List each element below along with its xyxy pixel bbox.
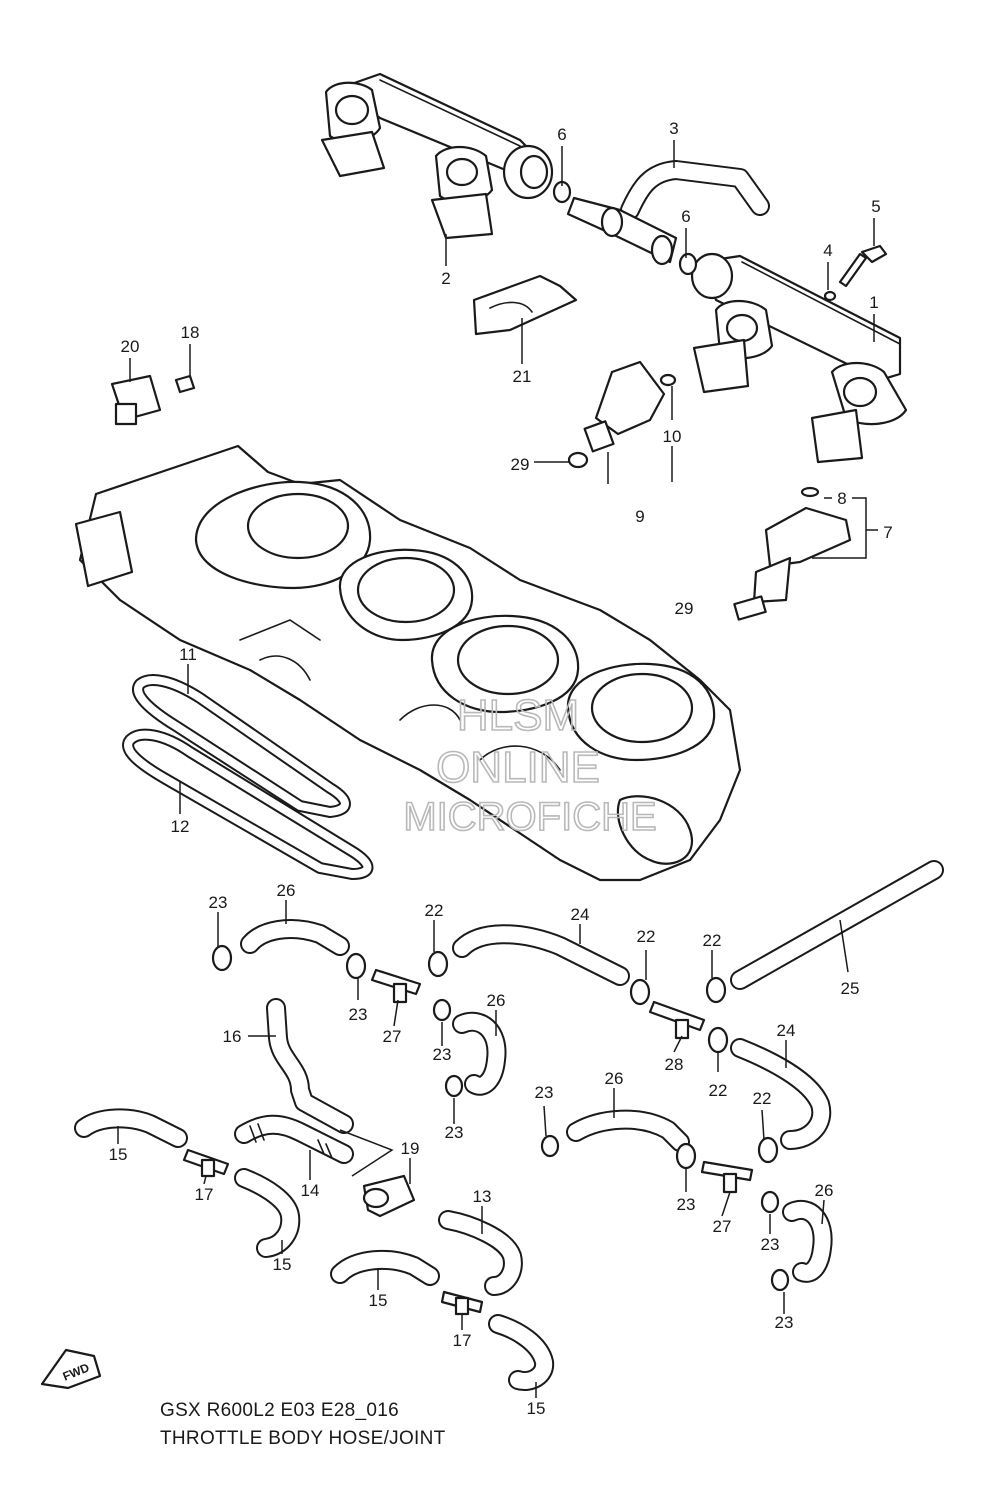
callout-10: 10 [663, 427, 682, 446]
model-code: GSX R600L2 E03 E28_016 [160, 1400, 399, 1421]
callout-21: 21 [513, 367, 532, 386]
hose-14[interactable] [234, 1114, 354, 1164]
valve-19-lines [339, 1129, 394, 1177]
callout-26: 26 [815, 1181, 834, 1200]
throttle-position-sensor[interactable] [110, 374, 196, 426]
callout-27: 27 [383, 1027, 402, 1046]
callout-12: 12 [171, 817, 190, 836]
callout-15: 15 [527, 1399, 546, 1418]
callout-25: 25 [841, 979, 860, 998]
callout-1: 1 [869, 293, 878, 312]
fwd-arrow-icon: FWD [40, 1348, 102, 1390]
callout-11: 11 [179, 645, 197, 664]
callout-20: 20 [121, 337, 140, 356]
leader-lines [117, 140, 878, 1398]
hose-16[interactable] [266, 998, 354, 1134]
callout-2: 2 [441, 269, 450, 288]
callout-8: 8 [837, 489, 846, 508]
callout-22: 22 [637, 927, 656, 946]
callout-23: 23 [433, 1045, 452, 1064]
hose-clamps[interactable] [211, 944, 790, 1292]
hose-15-bottom[interactable] [488, 1314, 555, 1391]
callout-29: 29 [511, 455, 530, 474]
watermark-line3: MICROFICHE [403, 795, 656, 839]
callout-15: 15 [369, 1291, 388, 1310]
callout-29: 29 [675, 599, 694, 618]
watermark-line1: HLSM [457, 691, 579, 740]
callout-23: 23 [535, 1083, 554, 1102]
callout-26: 26 [277, 881, 296, 900]
callout-24: 24 [777, 1021, 796, 1040]
hose-25[interactable] [730, 860, 944, 990]
hose-clip-21[interactable] [472, 274, 578, 336]
joint-28[interactable] [648, 1000, 706, 1040]
section-title: THROTTLE BODY HOSE/JOINT [160, 1428, 446, 1449]
callout-22: 22 [709, 1081, 728, 1100]
watermark-line2: ONLINE [436, 743, 600, 792]
rail-mount-bolt[interactable] [823, 244, 888, 302]
callout-23: 23 [677, 1195, 696, 1214]
callout-26: 26 [487, 991, 506, 1010]
callout-17: 17 [453, 1331, 472, 1350]
fuel-injector-primary[interactable] [733, 486, 852, 621]
fuel-feed-pipe[interactable] [620, 160, 770, 220]
joint-27-top[interactable] [370, 968, 422, 1004]
callout-15: 15 [109, 1145, 128, 1164]
callout-numbers: 3 6 2 6 5 4 1 21 18 20 10 9 29 8 7 29 11… [109, 119, 893, 1418]
callout-24: 24 [571, 905, 590, 924]
callout-6: 6 [681, 207, 690, 226]
callout-13: 13 [473, 1187, 492, 1206]
callout-23: 23 [761, 1235, 780, 1254]
callout-9: 9 [635, 507, 644, 526]
hose-24-right[interactable] [730, 1038, 832, 1150]
hose-15-lower[interactable] [330, 1249, 440, 1286]
fuel-injector-secondary[interactable] [567, 360, 677, 469]
callout-16: 16 [223, 1027, 242, 1046]
rail-joint-pipe[interactable] [566, 196, 678, 266]
gasket-loop-11[interactable] [132, 674, 351, 818]
callout-14: 14 [301, 1181, 320, 1200]
callout-22: 22 [425, 901, 444, 920]
callout-27: 27 [713, 1217, 732, 1236]
joint-27-lower[interactable] [700, 1160, 754, 1194]
fuel-rail-right[interactable] [690, 252, 908, 464]
watermark: HLSM ONLINE MICROFICHE [403, 690, 658, 840]
callout-19: 19 [401, 1139, 420, 1158]
callout-23: 23 [209, 893, 228, 912]
callout-6: 6 [557, 125, 566, 144]
callout-23: 23 [349, 1005, 368, 1024]
hose-13[interactable] [438, 1210, 523, 1296]
hose-26-mid[interactable] [452, 1011, 507, 1096]
callout-7: 7 [883, 523, 892, 542]
valve-19[interactable] [362, 1174, 416, 1218]
callout-15: 15 [273, 1255, 292, 1274]
hose-26-top[interactable] [240, 919, 350, 956]
hose-15-mid[interactable] [234, 1168, 301, 1258]
hose-15-left[interactable] [74, 1108, 188, 1148]
throttle-body[interactable] [74, 444, 742, 882]
callout-26: 26 [605, 1069, 624, 1088]
hose-26-lower[interactable] [566, 1109, 690, 1152]
callout-28: 28 [665, 1055, 684, 1074]
callout-23: 23 [775, 1313, 794, 1332]
callout-23: 23 [445, 1123, 464, 1142]
callout-22: 22 [753, 1089, 772, 1108]
hose-24-top[interactable] [452, 924, 630, 986]
callout-4: 4 [823, 241, 832, 260]
callout-18: 18 [181, 323, 200, 342]
callout-3: 3 [669, 119, 678, 138]
fuel-rail-left[interactable] [320, 72, 554, 240]
joint-17-lower[interactable] [440, 1290, 484, 1316]
hose-26-right[interactable] [782, 1200, 833, 1283]
callout-22: 22 [703, 931, 722, 950]
joint-17-left[interactable] [182, 1148, 230, 1178]
callout-17: 17 [195, 1185, 214, 1204]
callout-5: 5 [871, 197, 880, 216]
gasket-loop-12[interactable] [122, 728, 374, 880]
